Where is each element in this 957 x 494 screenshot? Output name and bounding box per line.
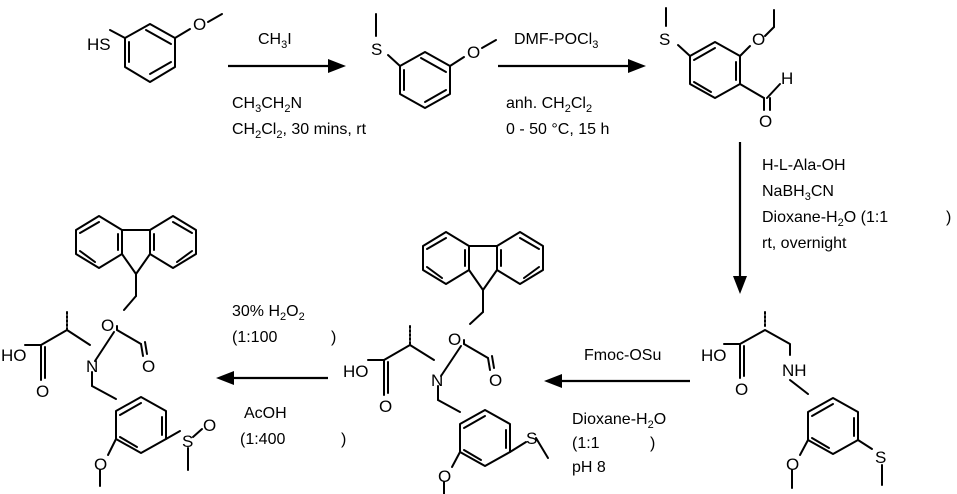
step3-reductant: NaBH3CN — [762, 183, 834, 203]
carbamate-ester-oxygen-label: O — [101, 316, 114, 335]
step5-oxidant-ratio-close: ) — [331, 329, 336, 346]
compound-fmoc-thioether: O O N HO O O S — [343, 231, 549, 494]
carbamate-nitrogen-label: N — [431, 371, 443, 390]
reaction-arrow-3 — [733, 142, 747, 294]
thioether-sulfur-label: S — [659, 30, 670, 49]
step5-oxidant: 30% H2O2 — [232, 303, 305, 323]
step4-reagent: Fmoc-OSu — [584, 347, 661, 364]
compound-fmoc-sulfoxide: O O N HO O O S O — [1, 215, 216, 487]
step2-conditions: DMF-POCl3 anh. CH2Cl2 0 - 50 °C, 15 h — [506, 31, 609, 138]
carbamate-ester-oxygen-label: O — [448, 330, 461, 349]
carbamate-carbonyl-oxygen-label: O — [142, 357, 155, 376]
step2-temp-time: 0 - 50 °C, 15 h — [506, 121, 609, 138]
step5-acid: AcOH — [244, 405, 287, 422]
step1-solvent-time: CH2Cl2, 30 mins, rt — [232, 121, 367, 141]
carboxyl-hydroxyl-label: HO — [343, 362, 369, 381]
step5-acid-ratio-close: ) — [341, 431, 346, 448]
methoxy-oxygen-label: O — [752, 30, 765, 49]
carboxyl-hydroxyl-label: HO — [701, 346, 727, 365]
compound-3-methoxythioanisole: S O — [371, 13, 497, 109]
aldehyde-hydrogen-label: H — [781, 69, 793, 88]
reaction-arrow-1 — [228, 59, 346, 73]
carbonyl-oxygen-label: O — [735, 380, 748, 399]
step5-conditions: 30% H2O2 (1:100 ) AcOH (1:400 ) — [232, 303, 346, 448]
compound-n-benzyl-alanine: HO O NH O S — [701, 311, 886, 489]
methoxy-oxygen-label: O — [193, 15, 206, 34]
sulfoxide-oxygen-label: O — [203, 416, 216, 435]
carbamate-carbonyl-oxygen-label: O — [489, 371, 502, 390]
amine-nh-label: NH — [782, 361, 807, 380]
reaction-arrow-4 — [544, 374, 690, 388]
thioether-sulfur-label: S — [875, 448, 886, 467]
carbonyl-oxygen-label: O — [36, 382, 49, 401]
step2-solvent: anh. CH2Cl2 — [506, 95, 592, 115]
methoxy-oxygen-label: O — [467, 43, 480, 62]
step1-reagent: CH3I — [258, 31, 292, 51]
reaction-arrow-2 — [498, 59, 646, 73]
aldehyde-oxygen-label: O — [759, 112, 772, 131]
thioether-sulfur-label: S — [371, 40, 382, 59]
methoxy-oxygen-label: O — [438, 467, 451, 486]
carboxyl-hydroxyl-label: HO — [1, 346, 27, 365]
step4-conditions: Fmoc-OSu Dioxane-H2O (1:1 ) pH 8 — [572, 347, 666, 476]
thiol-atom-label: HS — [87, 35, 111, 54]
compound-benzaldehyde: S O H O — [659, 7, 793, 131]
carbonyl-oxygen-label: O — [379, 397, 392, 416]
step2-reagent: DMF-POCl3 — [514, 31, 598, 51]
step3-temp-time: rt, overnight — [762, 235, 847, 252]
methoxy-oxygen-label: O — [94, 455, 107, 474]
compound-3-methoxythiophenol: HS O — [87, 13, 223, 83]
step5-acid-ratio: (1:400 — [240, 431, 285, 448]
step5-oxidant-ratio: (1:100 — [232, 329, 277, 346]
step4-ratio: (1:1 — [572, 435, 600, 452]
step3-solvent: Dioxane-H2O (1:1 — [762, 209, 888, 229]
step4-ph: pH 8 — [572, 459, 606, 476]
sulfoxide-sulfur-label: S — [182, 432, 193, 451]
thioether-sulfur-label: S — [526, 429, 537, 448]
step3-conditions: H-L-Ala-OH NaBH3CN Dioxane-H2O (1:1 ) rt… — [762, 157, 951, 252]
step1-base: CH3CH2N — [232, 95, 302, 115]
methoxy-oxygen-label: O — [786, 455, 799, 474]
step4-ratio-close: ) — [650, 435, 655, 452]
step1-conditions: CH3I CH3CH2N CH2Cl2, 30 mins, rt — [232, 31, 367, 141]
step3-amino-acid: H-L-Ala-OH — [762, 157, 846, 174]
reaction-arrow-5 — [216, 371, 328, 385]
step4-solvent: Dioxane-H2O — [572, 411, 666, 431]
carbamate-nitrogen-label: N — [86, 357, 98, 376]
step3-solvent-close: ) — [946, 209, 951, 226]
